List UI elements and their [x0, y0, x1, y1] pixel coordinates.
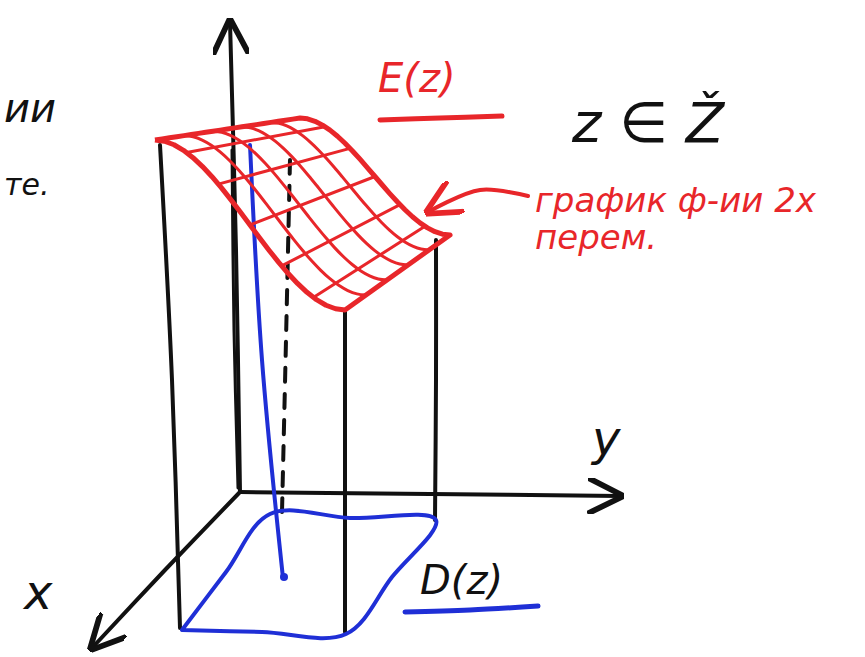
x-axis — [92, 492, 240, 648]
surface-outline — [155, 118, 450, 310]
domain-region — [182, 510, 436, 638]
domain-label: D(z) — [420, 558, 503, 602]
axis-label: x — [24, 566, 52, 619]
surface-grid — [282, 205, 400, 266]
surface-grid — [218, 148, 350, 184]
margin-text: ии — [4, 86, 56, 130]
margin-text: те. — [4, 168, 49, 201]
membership-label: z ∈ Ž — [572, 92, 724, 154]
graph-note: график ф-ии 2х перем. — [535, 182, 835, 257]
domain-point — [280, 573, 288, 581]
projection-line — [250, 145, 283, 578]
leader-arrow — [428, 190, 528, 212]
underline — [405, 606, 538, 612]
axis-label: y — [592, 412, 620, 465]
z-axis — [230, 22, 240, 492]
vertical-edge — [343, 312, 347, 632]
vertical-edge — [435, 240, 436, 520]
underline — [380, 116, 502, 120]
vertical-edge — [160, 145, 180, 628]
surface-grid — [250, 177, 375, 226]
y-axis — [240, 492, 620, 496]
set-of-values-label: E(z) — [378, 56, 455, 100]
